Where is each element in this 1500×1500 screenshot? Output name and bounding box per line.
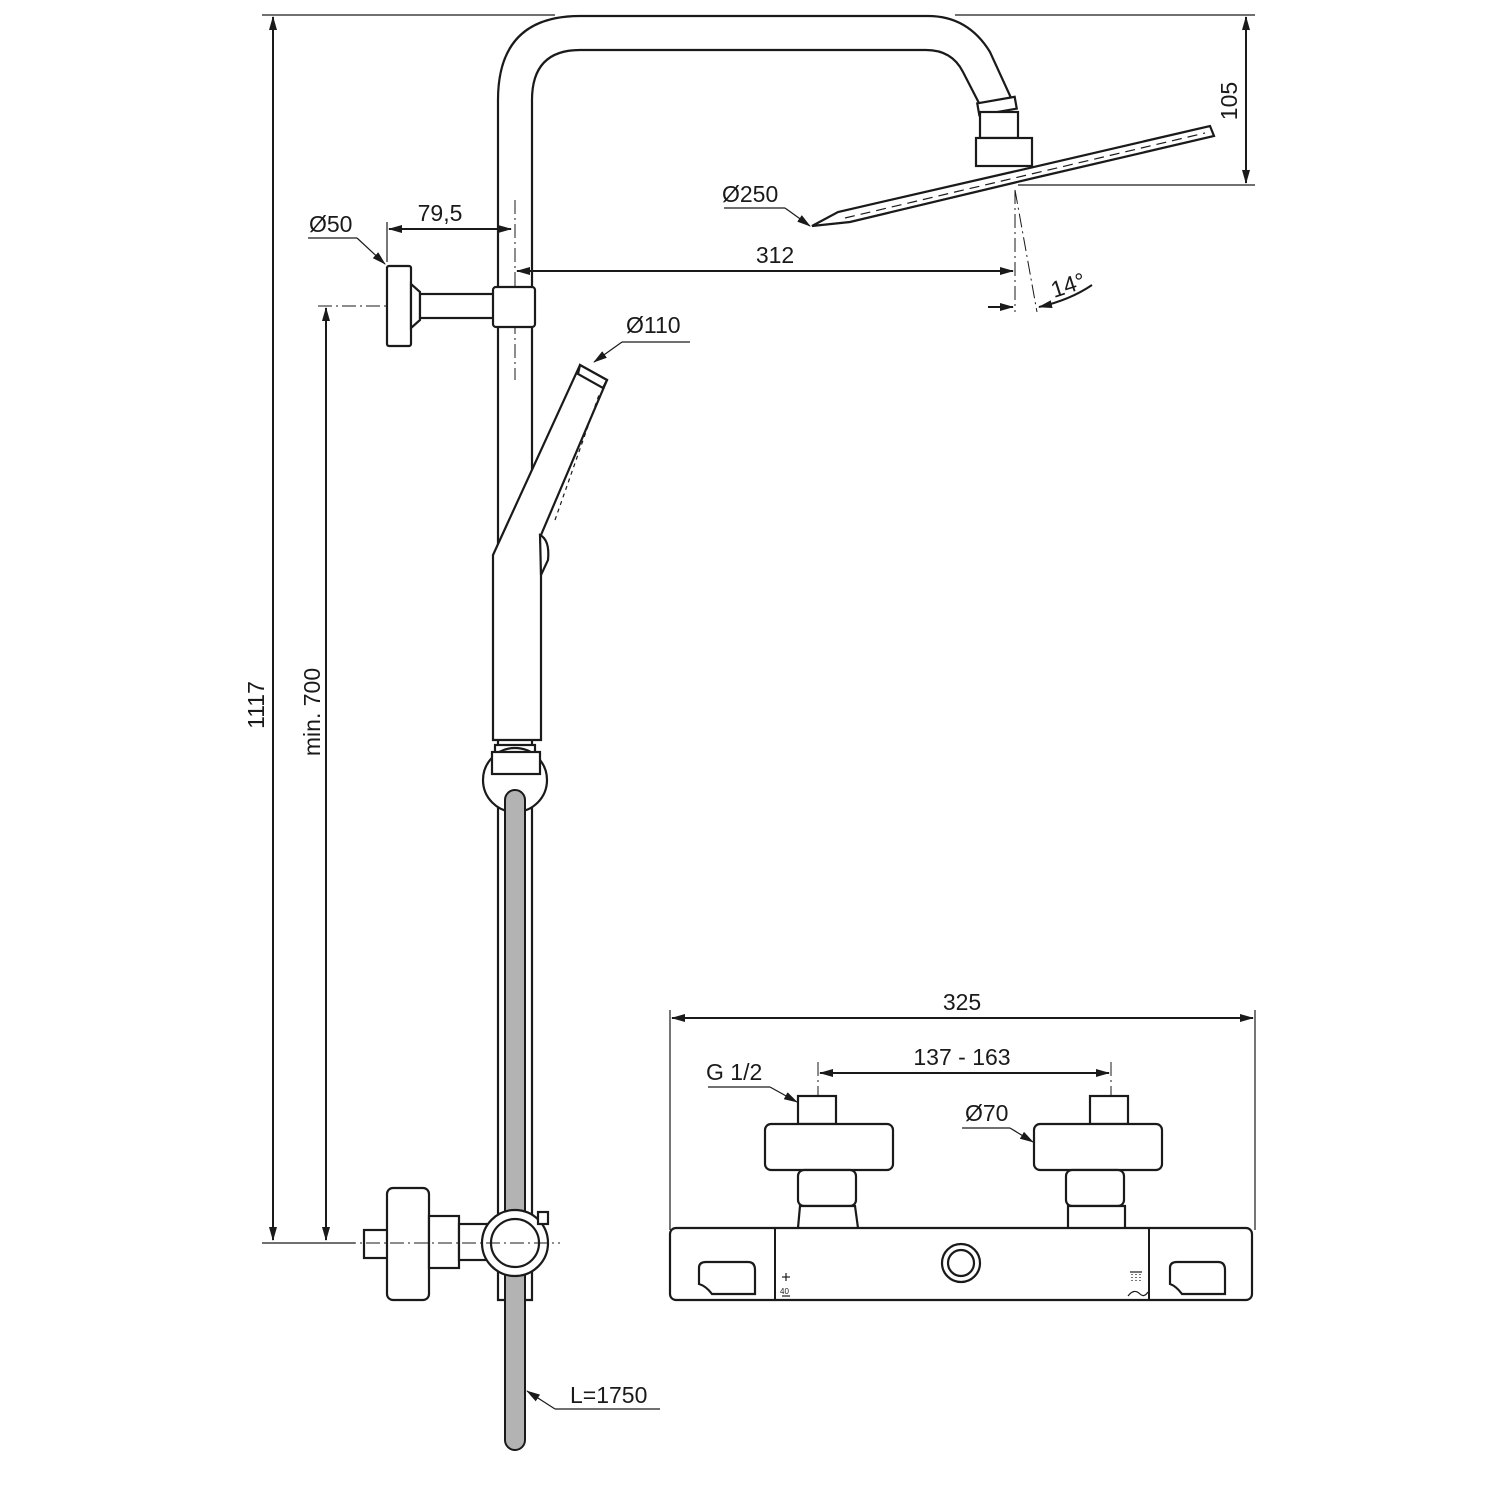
hand-shower — [491, 363, 609, 742]
dim-hand-shower: Ø110 — [593, 312, 690, 363]
head-angle-label: 14° — [1048, 267, 1089, 302]
dim-mixer-width: 325 — [669, 989, 1256, 1230]
hose-length-label: L=1750 — [570, 1382, 647, 1408]
total-height-label: 1117 — [243, 681, 269, 729]
scale-label: 40 — [780, 1287, 789, 1296]
inlet-thread-label: G 1/2 — [706, 1059, 762, 1085]
dim-hose-length: L=1750 — [526, 1382, 660, 1410]
wall-offset-label: 79,5 — [418, 200, 463, 226]
inlet-spacing-label: 137 - 163 — [913, 1044, 1010, 1070]
dim-wall-offset: 79,5 — [386, 200, 512, 262]
wall-flange-label: Ø50 — [309, 211, 352, 237]
dim-inlet-thread: G 1/2 — [706, 1059, 798, 1103]
dim-head-angle: 14° — [988, 189, 1093, 313]
dim-total-height: 1117 — [243, 14, 555, 1244]
head-diameter-label: Ø250 — [722, 181, 778, 207]
temperature-scale-icon: 40 — [780, 1273, 790, 1297]
left-inlet-connector — [763, 1094, 895, 1244]
escutcheon-label: Ø70 — [965, 1100, 1008, 1126]
riser-rail — [496, 14, 1014, 1302]
dim-inlet-spacing: 137 - 163 — [817, 1044, 1112, 1130]
overhead-shower-head — [811, 95, 1216, 228]
dim-escutcheon: Ø70 — [962, 1100, 1034, 1143]
mixer-body — [668, 1226, 1254, 1302]
mixer-width-label: 325 — [943, 989, 981, 1015]
mixer-side-view — [270, 1186, 560, 1302]
dim-head-diameter: Ø250 — [722, 181, 811, 227]
min-height-label: min. 700 — [299, 668, 325, 756]
dim-wall-flange: Ø50 — [308, 211, 386, 265]
dim-min-height: min. 700 — [299, 305, 500, 1241]
hand-shower-holder — [481, 746, 549, 1451]
right-inlet-connector — [1032, 1094, 1164, 1244]
dim-arm-height: 105 — [955, 14, 1255, 186]
arm-projection-label: 312 — [756, 242, 794, 268]
shower-symbol-icon — [1127, 1271, 1149, 1297]
arm-height-label: 105 — [1216, 82, 1242, 120]
dim-arm-projection: 312 — [516, 242, 1014, 275]
wall-bracket — [385, 264, 537, 348]
hand-shower-label: Ø110 — [626, 312, 681, 338]
